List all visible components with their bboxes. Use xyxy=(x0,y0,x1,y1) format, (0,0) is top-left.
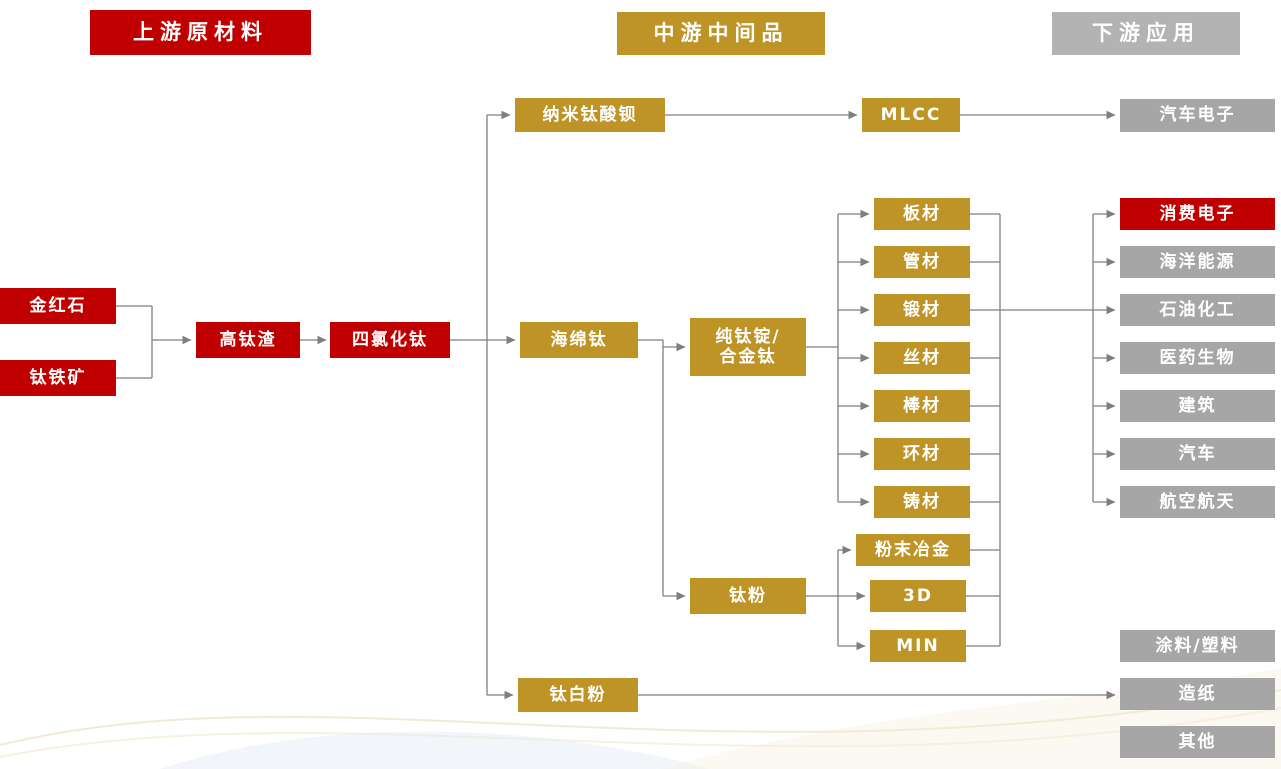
node-titanium-powder: 钛粉 xyxy=(690,578,806,614)
node-pipe: 管材 xyxy=(874,246,970,278)
node-papermaking: 造纸 xyxy=(1120,678,1275,710)
node-ilmenite: 钛铁矿 xyxy=(0,360,116,396)
header-midstream: 中游中间品 xyxy=(617,12,825,55)
node-3d-printing: 3D xyxy=(870,580,966,612)
node-titanium-ingot-alloy: 纯钛锭/ 合金钛 xyxy=(690,318,806,376)
node-pharma-bio: 医药生物 xyxy=(1120,342,1275,374)
node-consumer-electronics: 消费电子 xyxy=(1120,198,1275,230)
node-wire: 丝材 xyxy=(874,342,970,374)
node-automotive-electronics: 汽车电子 xyxy=(1120,99,1275,132)
node-powder-metallurgy: 粉末冶金 xyxy=(856,534,970,566)
node-petrochemical: 石油化工 xyxy=(1120,294,1275,326)
header-downstream: 下游应用 xyxy=(1052,12,1240,55)
node-mlcc: MLCC xyxy=(862,98,960,132)
node-label-line2: 合金钛 xyxy=(719,347,777,367)
node-titanium-tetrachloride: 四氯化钛 xyxy=(330,322,450,358)
node-ring: 环材 xyxy=(874,438,970,470)
node-titanium-dioxide: 钛白粉 xyxy=(518,678,638,712)
node-automotive: 汽车 xyxy=(1120,438,1275,470)
node-label-line1: 纯钛锭/ xyxy=(715,326,781,347)
node-high-titanium-slag: 高钛渣 xyxy=(196,322,300,358)
flow-connectors xyxy=(116,110,1116,700)
node-aerospace: 航空航天 xyxy=(1120,486,1275,518)
node-construction: 建筑 xyxy=(1120,390,1275,422)
node-bar: 棒材 xyxy=(874,390,970,422)
decorative-swoosh xyxy=(0,668,1281,769)
node-titanium-sponge: 海绵钛 xyxy=(520,322,638,358)
node-cast: 铸材 xyxy=(874,486,970,518)
node-nano-barium-titanate: 纳米钛酸钡 xyxy=(515,98,665,132)
node-forged: 锻材 xyxy=(874,294,970,326)
node-other: 其他 xyxy=(1120,726,1275,758)
node-marine-energy: 海洋能源 xyxy=(1120,246,1275,278)
node-rutile: 金红石 xyxy=(0,288,116,324)
node-plate: 板材 xyxy=(874,198,970,230)
node-coating-plastic: 涂料/塑料 xyxy=(1120,630,1275,662)
header-upstream: 上游原材料 xyxy=(90,10,311,55)
node-min: MIN xyxy=(870,630,966,662)
